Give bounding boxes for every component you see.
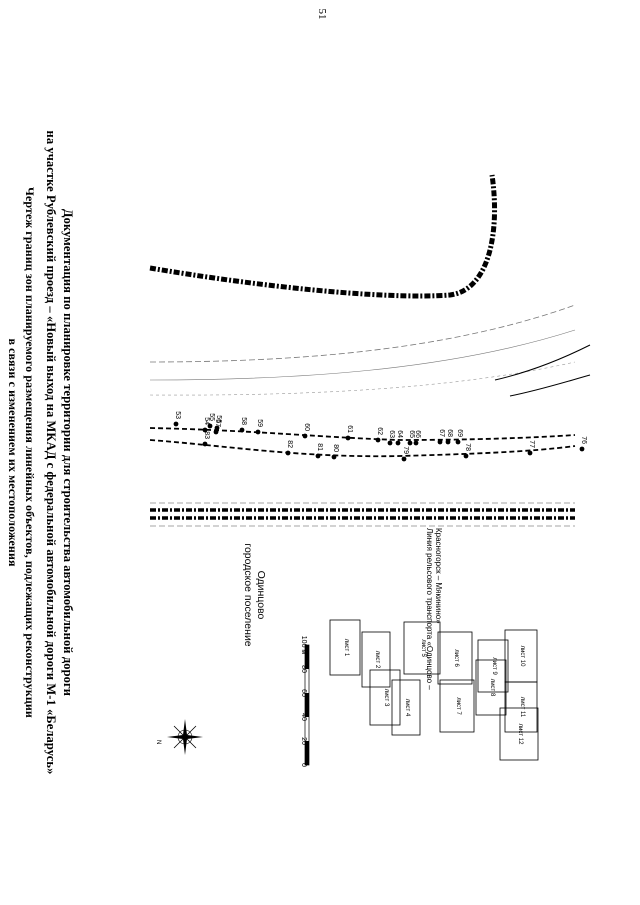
sheet-frame	[477, 639, 509, 693]
lower-point-group: 83 82 81 80 79 78 77 76	[202, 431, 587, 462]
road-edge-line	[149, 361, 576, 396]
lower-point-marker	[401, 456, 407, 462]
lower-point-marker	[579, 446, 585, 452]
scale-bar: 0 20 40 60 80 100 м	[300, 636, 310, 767]
road-edge-line	[494, 344, 591, 381]
sheet-frame	[499, 707, 539, 761]
upper-point-label: 69	[456, 429, 463, 437]
sheet-frame	[403, 621, 441, 675]
sheet-frame	[329, 619, 361, 676]
upper-point-marker	[445, 439, 451, 445]
upper-point-marker	[207, 423, 213, 429]
sheet-label: лист 7	[455, 697, 461, 715]
upper-point-label: 60	[303, 423, 310, 431]
lower-point-marker	[331, 454, 337, 460]
upper-point-label: 59	[256, 419, 263, 427]
scale-tick-label: 20	[300, 737, 307, 745]
scale-tick-label: 100 м	[300, 636, 307, 655]
upper-alignment-line	[149, 427, 576, 441]
upper-point-marker	[455, 439, 461, 445]
upper-point-marker	[173, 421, 179, 427]
lower-point-marker	[285, 450, 291, 456]
sheet-frame	[475, 659, 507, 716]
sheet-label: лист 9	[491, 657, 497, 675]
upper-point-marker	[213, 429, 219, 435]
lower-point-label: 77	[528, 440, 535, 448]
lower-point-marker	[463, 453, 469, 459]
upper-point-marker	[255, 429, 261, 435]
upper-point-label: 63	[388, 430, 395, 438]
lower-point-label: 78	[464, 443, 471, 451]
upper-point-marker	[407, 440, 413, 446]
upper-point-label: 65	[408, 430, 415, 438]
lower-point-label: 82	[286, 440, 293, 448]
sheet-label: лист 6	[453, 649, 459, 667]
sheet-label: лист 4	[404, 699, 410, 717]
sheet-frame	[439, 679, 475, 733]
upper-point-label: 55	[208, 413, 215, 421]
settlement-label-line-2: Одинцово	[255, 571, 267, 620]
scale-tick-label: 0	[300, 763, 307, 767]
lower-point-marker	[527, 450, 533, 456]
sheet-frame	[504, 681, 538, 733]
lower-alignment-line	[149, 439, 576, 458]
sheet-frame	[361, 631, 391, 688]
lower-point-label: 81	[316, 443, 323, 451]
zone-boundary-curve	[149, 174, 498, 299]
sheet-label: лист 11	[519, 697, 525, 718]
upper-point-label: 62	[376, 427, 383, 435]
north-label: N	[155, 740, 161, 744]
lower-point-marker	[315, 453, 321, 459]
upper-point-marker	[345, 435, 351, 441]
upper-point-marker	[214, 425, 220, 431]
sheet-frame	[391, 679, 421, 736]
upper-point-marker	[395, 440, 401, 446]
upper-point-marker	[387, 440, 393, 446]
upper-point-marker	[375, 437, 381, 443]
upper-point-label: 67	[438, 429, 445, 437]
upper-point-marker	[202, 427, 208, 433]
upper-point-label: 61	[346, 425, 353, 433]
upper-point-label: 57	[214, 419, 221, 427]
sheet-index: лист 1 лист 2 лист 3 лист 4 лист 5 лист 6 лист…	[329, 619, 539, 761]
upper-point-label: 56	[215, 415, 222, 423]
sheet-label: лист 1	[343, 639, 349, 657]
settlement-label-line-1: городское поселение	[242, 543, 254, 646]
upper-point-marker	[437, 439, 443, 445]
upper-point-label: 68	[446, 429, 453, 437]
upper-point-marker	[413, 440, 419, 446]
upper-point-label: 64	[396, 430, 403, 438]
road-edge-line	[149, 329, 576, 381]
railway-label-line-2: Красногорск – Мякинино»	[434, 528, 443, 624]
upper-point-marker	[239, 427, 245, 433]
lower-point-label: 80	[332, 444, 339, 452]
scale-tick-group: 0 20 40 60 80 100 м	[300, 636, 307, 767]
lower-point-label: 83	[203, 431, 210, 439]
sheet-frame	[369, 669, 401, 726]
upper-point-label: 66	[414, 430, 421, 438]
upper-point-label: 54	[203, 417, 210, 425]
sheet-label: лист 8	[489, 679, 495, 697]
sheet-label: лист 12	[517, 724, 523, 746]
lower-point-label: 76	[580, 436, 587, 444]
scale-tick-label: 60	[300, 689, 307, 697]
scale-tick-label: 80	[300, 665, 307, 673]
scale-tick-label: 40	[300, 713, 307, 721]
upper-point-marker	[302, 433, 308, 439]
lower-point-marker	[202, 441, 208, 447]
sheet-label: лист 3	[383, 689, 389, 707]
north-arrow-icon: N	[155, 719, 203, 755]
lower-point-label: 79	[402, 446, 409, 454]
road-edge-line	[509, 374, 591, 397]
sheet-frame	[437, 631, 473, 685]
upper-point-label: 58	[240, 417, 247, 425]
upper-point-label: 53	[174, 411, 181, 419]
sheet-label: лист 5	[420, 639, 426, 657]
sheet-label: лист 2	[374, 651, 380, 669]
sheet-label: лист 10	[519, 646, 525, 668]
railway-label-line-1: Линия рельсового транспорта «Одинцово –	[425, 528, 434, 690]
road-edge-line	[149, 304, 576, 363]
